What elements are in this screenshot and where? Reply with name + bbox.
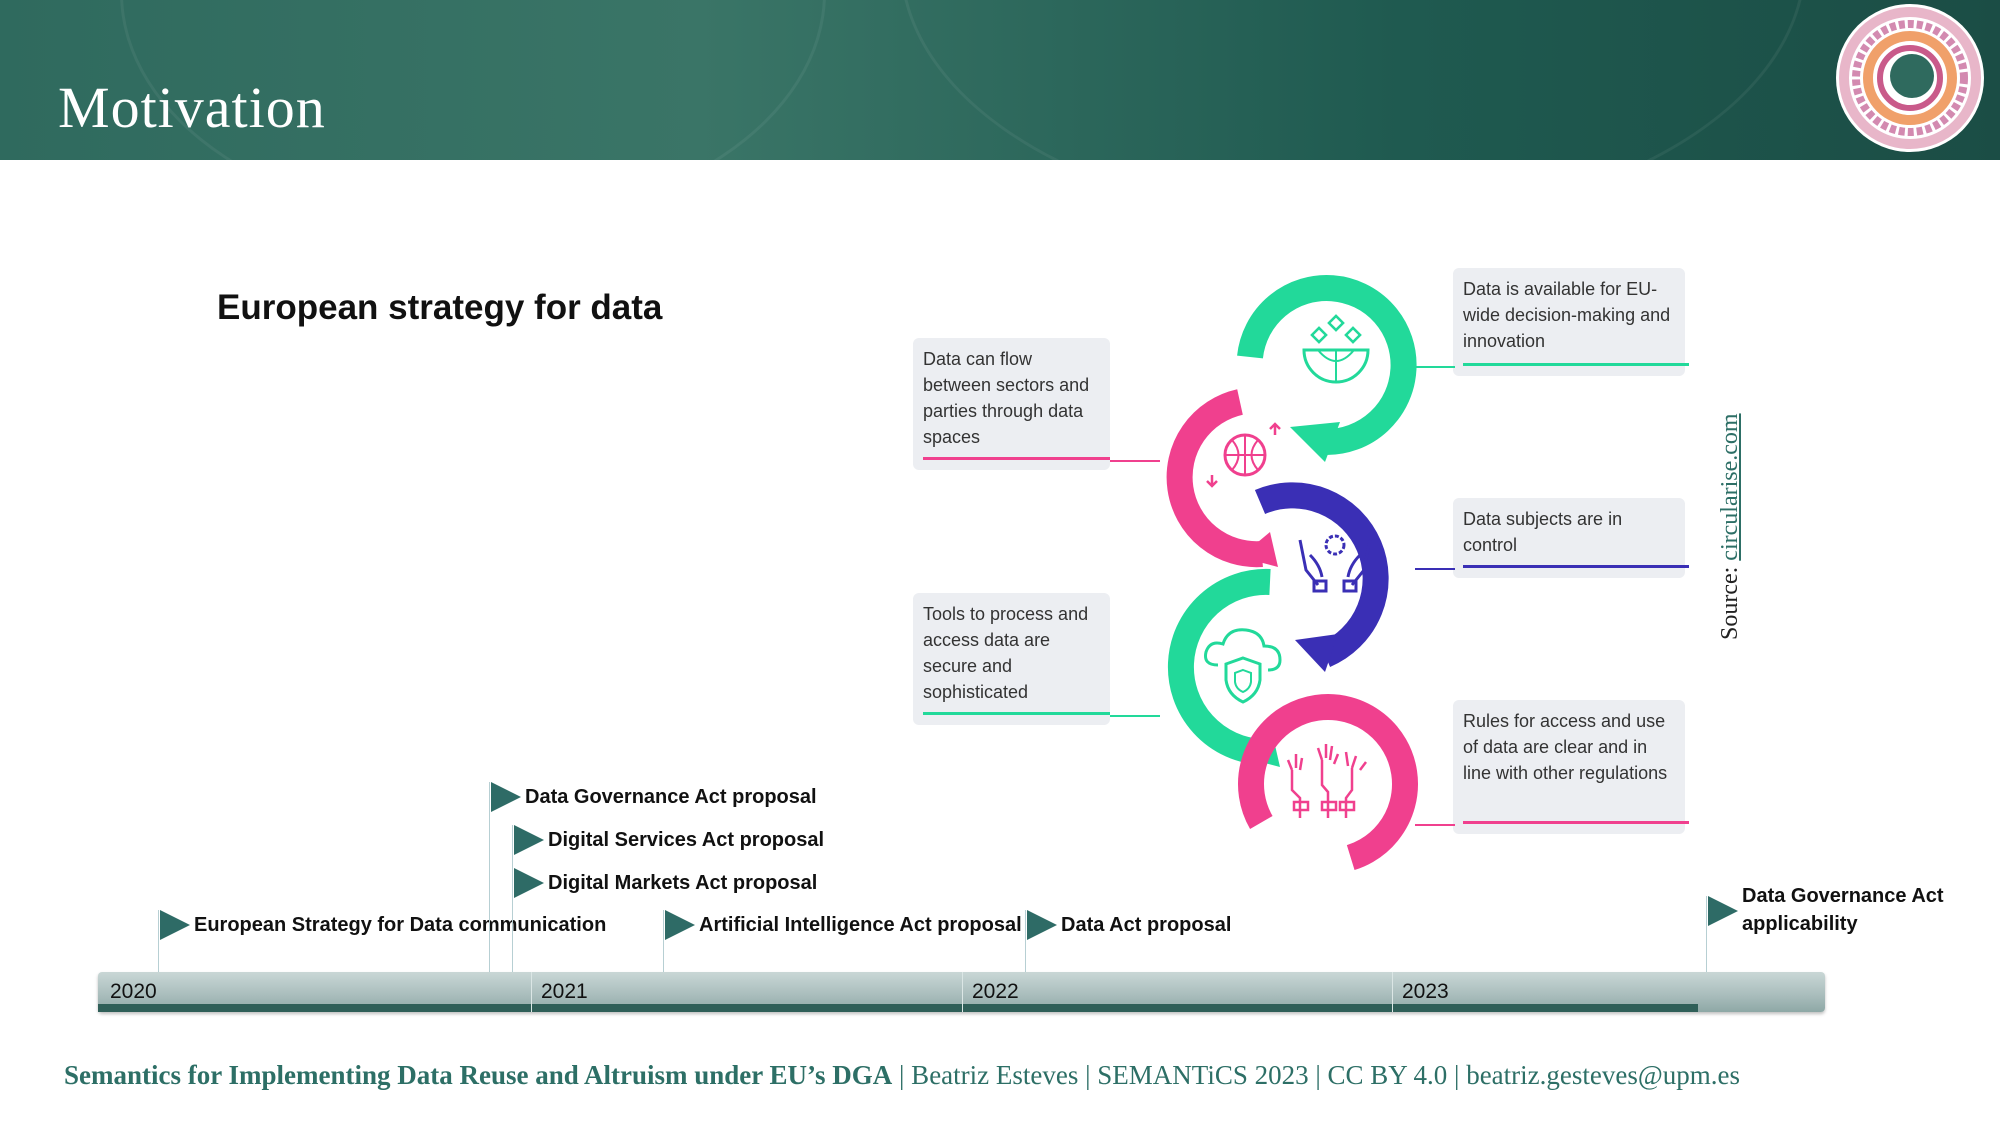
flag-icon xyxy=(514,825,544,855)
cloud-shield-icon xyxy=(1204,628,1282,704)
footer-title: Semantics for Implementing Data Reuse an… xyxy=(64,1060,893,1090)
source-credit: Source: circularise.com xyxy=(1717,413,1744,640)
arrow-pink-upper xyxy=(1240,532,1278,567)
flag-pole xyxy=(1025,910,1026,972)
flag-icon xyxy=(1708,896,1738,926)
raised-hands-icon xyxy=(1286,744,1367,818)
info-box-underline xyxy=(1463,363,1689,366)
slide-title: Motivation xyxy=(58,75,326,140)
event-label: Data Governance Act proposal xyxy=(525,786,817,808)
info-box-text: Data can flow between sectors and partie… xyxy=(923,349,1090,447)
ring-green-lower xyxy=(1167,568,1271,765)
event-label: Digital Services Act proposal xyxy=(548,829,825,851)
event-label: Digital Markets Act proposal xyxy=(548,872,818,894)
ring-green-top xyxy=(1237,275,1417,456)
connector-line xyxy=(1415,824,1455,826)
header-banner: Motivation xyxy=(0,0,2000,160)
flag-pole xyxy=(158,910,159,972)
info-box-underline xyxy=(1463,565,1689,568)
flag-icon xyxy=(160,910,190,940)
flag-pole xyxy=(663,910,664,972)
connector-line xyxy=(1415,366,1455,368)
globe-bowl-icon xyxy=(1302,314,1370,384)
section-title: European strategy for data xyxy=(217,288,663,327)
source-link[interactable]: circularise.com xyxy=(1717,413,1743,561)
info-box-underline xyxy=(1463,821,1689,824)
info-box-underline xyxy=(923,712,1110,715)
event-label: Data Governance Act applicability xyxy=(1742,882,1944,938)
event-label: Artificial Intelligence Act proposal xyxy=(699,914,1022,936)
info-box-text: Rules for access and use of data are cle… xyxy=(1463,711,1668,783)
flag-icon xyxy=(1027,910,1057,940)
footer-details: | Beatriz Esteves | SEMANTiCS 2023 | CC … xyxy=(892,1060,1740,1090)
source-prefix: Source: xyxy=(1717,560,1743,640)
flag-icon xyxy=(514,868,544,898)
ring-pink-bottom xyxy=(1238,693,1418,874)
year-label: 2021 xyxy=(541,980,588,1003)
event-label: Data Act proposal xyxy=(1061,914,1232,936)
info-box-eu-decision-making: Data is available for EU-wide decision-m… xyxy=(1453,268,1689,376)
connector-line xyxy=(1110,460,1160,462)
info-box-data-flow: Data can flow between sectors and partie… xyxy=(913,338,1110,470)
connector-line xyxy=(1110,715,1160,717)
year-divider xyxy=(962,972,963,1012)
flag-pole xyxy=(1706,896,1707,972)
banner-pattern xyxy=(900,0,1806,160)
conference-logo xyxy=(1836,4,1984,152)
timeline-progress xyxy=(98,1004,1698,1012)
arrow-green-top xyxy=(1290,422,1340,462)
info-box-rules: Rules for access and use of data are cle… xyxy=(1453,700,1689,834)
flag-pole xyxy=(512,868,513,972)
arrow-indigo xyxy=(1295,634,1338,672)
footer: Semantics for Implementing Data Reuse an… xyxy=(64,1060,1964,1091)
info-box-text: Data is available for EU-wide decision-m… xyxy=(1463,279,1671,351)
year-label: 2020 xyxy=(110,980,157,1003)
info-box-underline xyxy=(923,457,1110,460)
year-divider xyxy=(531,972,532,1012)
event-label: European Strategy for Data communication xyxy=(194,914,607,936)
year-label: 2023 xyxy=(1402,980,1449,1003)
info-box-text: Data subjects are in control xyxy=(1463,509,1623,555)
ring-pink-upper xyxy=(1166,389,1263,568)
connector-line xyxy=(1415,568,1455,570)
year-divider xyxy=(1392,972,1393,1012)
hands-gear-icon xyxy=(1298,534,1372,593)
globe-arrows-icon xyxy=(1206,422,1281,488)
flag-pole xyxy=(489,782,490,972)
flag-icon xyxy=(491,782,521,812)
flag-icon xyxy=(665,910,695,940)
event-label-line: applicability xyxy=(1742,913,1858,935)
info-box-text: Tools to process and access data are sec… xyxy=(923,604,1089,702)
info-box-tools: Tools to process and access data are sec… xyxy=(913,593,1110,725)
info-box-data-subjects: Data subjects are in control xyxy=(1453,498,1689,578)
event-label-line: Data Governance Act xyxy=(1742,885,1944,907)
year-label: 2022 xyxy=(972,980,1019,1003)
